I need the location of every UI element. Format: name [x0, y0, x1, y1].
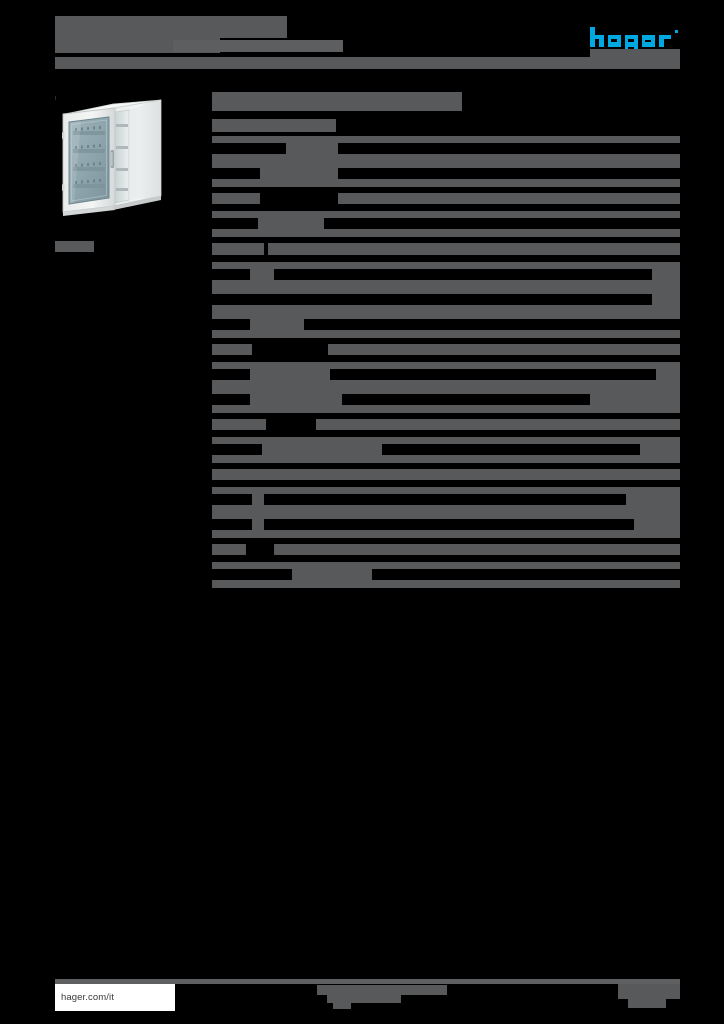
table-row	[212, 513, 680, 538]
row-label	[212, 294, 250, 305]
row-value	[330, 369, 656, 380]
footer-website-link[interactable]: hager.com/it	[55, 984, 175, 1011]
footer-center-text	[317, 985, 447, 1009]
table-row	[212, 388, 680, 413]
row-value	[338, 193, 680, 204]
row-value	[382, 444, 640, 455]
table-row	[212, 263, 680, 288]
footer-page-number	[618, 984, 680, 1009]
row-label	[212, 469, 256, 480]
row-label	[212, 319, 250, 330]
row-label	[212, 269, 250, 280]
row-value	[324, 218, 680, 229]
row-label	[212, 569, 292, 580]
footer-divider	[55, 979, 680, 984]
table-row	[212, 338, 680, 363]
row-value	[264, 494, 626, 505]
row-divider	[212, 562, 680, 563]
row-label	[212, 243, 264, 255]
row-label	[212, 494, 252, 505]
row-label	[212, 419, 266, 430]
row-label	[212, 143, 286, 154]
table-row	[212, 187, 680, 212]
row-label	[212, 519, 252, 530]
table-row	[212, 237, 680, 263]
page-title-line1	[55, 16, 287, 38]
spec-rows	[212, 137, 680, 588]
left-margin-mark	[55, 96, 56, 100]
row-value	[316, 419, 680, 430]
row-label	[212, 193, 260, 204]
table-row	[212, 413, 680, 438]
header-divider	[55, 57, 680, 69]
row-divider	[212, 362, 680, 363]
row-label	[212, 369, 250, 380]
table-row	[212, 463, 680, 488]
row-value	[338, 168, 680, 179]
product-image-caption	[55, 241, 94, 252]
row-value	[264, 519, 634, 530]
table-row	[212, 438, 680, 463]
table-row	[212, 313, 680, 338]
row-value	[342, 394, 590, 405]
row-value	[248, 294, 652, 305]
row-label	[212, 218, 258, 229]
row-label	[212, 444, 262, 455]
table-row	[212, 137, 680, 162]
row-divider	[212, 437, 680, 438]
page-footer: hager.com/it	[55, 984, 680, 1012]
table-row	[212, 538, 680, 563]
row-value	[268, 243, 680, 255]
logo-underline	[590, 49, 680, 58]
page-header	[55, 14, 680, 76]
row-label	[212, 344, 252, 355]
row-value	[248, 469, 680, 480]
enclosure-cabinet-photo	[55, 88, 173, 221]
row-label	[212, 544, 246, 555]
row-value	[372, 569, 680, 580]
hager-logo	[590, 27, 680, 49]
row-value	[338, 143, 680, 154]
table-row	[212, 288, 680, 313]
spec-subtitle-divider	[212, 136, 680, 137]
table-row	[212, 488, 680, 513]
table-row	[212, 563, 680, 588]
table-row	[212, 212, 680, 237]
spec-section-title	[212, 88, 680, 114]
spec-section-subtitle	[212, 114, 680, 137]
row-divider	[212, 487, 680, 488]
row-divider	[212, 262, 680, 263]
row-value	[274, 544, 680, 555]
row-divider	[212, 211, 680, 212]
row-label	[212, 394, 250, 405]
row-value	[274, 269, 652, 280]
row-label	[212, 168, 260, 179]
table-row	[212, 162, 680, 187]
row-value	[328, 344, 680, 355]
row-value	[304, 319, 680, 330]
product-image-column	[55, 88, 195, 221]
specification-table	[212, 88, 680, 588]
page-subtitle	[173, 40, 343, 52]
table-row	[212, 363, 680, 388]
